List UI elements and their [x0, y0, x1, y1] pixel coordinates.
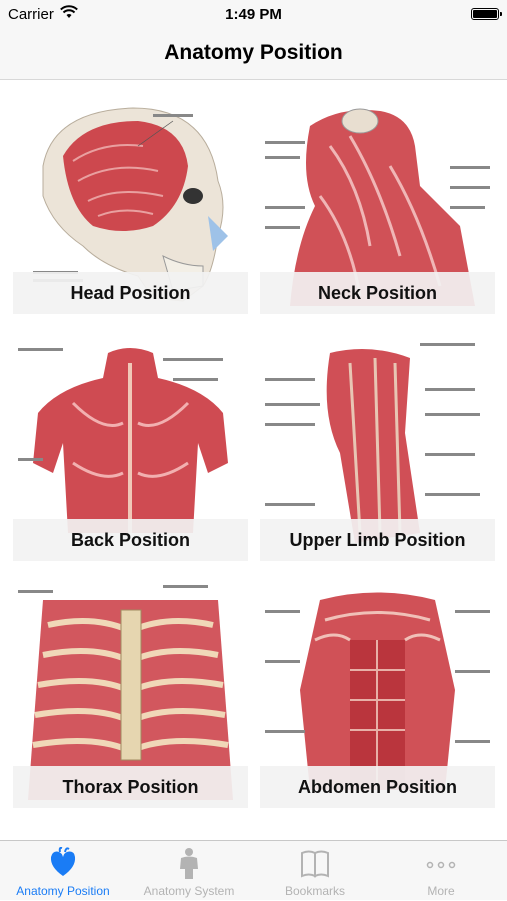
clock: 1:49 PM [225, 6, 282, 23]
position-grid: Head Position Neck Position [0, 80, 507, 840]
battery-icon [471, 8, 502, 20]
tab-label: Anatomy Position [16, 884, 110, 898]
tile-label: Head Position [13, 272, 248, 314]
tab-anatomy-position[interactable]: Anatomy Position [0, 841, 126, 901]
more-dots-icon [426, 861, 456, 869]
wifi-icon [60, 5, 78, 18]
battery-fill [473, 10, 497, 18]
heart-icon [50, 847, 76, 876]
tile-back-position[interactable]: Back Position [13, 333, 248, 561]
book-icon [301, 850, 329, 878]
tile-upper-limb-position[interactable]: Upper Limb Position [260, 333, 495, 561]
page-title: Anatomy Position [164, 41, 343, 64]
tile-abdomen-position[interactable]: Abdomen Position [260, 580, 495, 808]
body-icon [180, 848, 198, 879]
status-bar: Carrier 1:49 PM [0, 0, 507, 30]
tab-label: Bookmarks [284, 884, 346, 898]
tab-label: More [427, 884, 455, 898]
tile-thorax-position[interactable]: Thorax Position [13, 580, 248, 808]
tile-neck-position[interactable]: Neck Position [260, 86, 495, 314]
tile-label: Abdomen Position [260, 766, 495, 808]
tile-label: Back Position [13, 519, 248, 561]
tile-label: Neck Position [260, 272, 495, 314]
tile-label: Thorax Position [13, 766, 248, 808]
tile-label: Upper Limb Position [260, 519, 495, 561]
tab-bookmarks[interactable]: Bookmarks [252, 841, 378, 901]
tab-anatomy-system[interactable]: Anatomy System [126, 841, 252, 901]
tile-head-position[interactable]: Head Position [13, 86, 248, 314]
carrier-label: Carrier [8, 6, 54, 23]
nav-bar: Anatomy Position [0, 30, 507, 80]
tab-label: Anatomy System [143, 884, 235, 898]
tab-bar: Anatomy Position Anatomy System Bookmark… [0, 840, 507, 900]
tab-more[interactable]: More [378, 841, 504, 901]
